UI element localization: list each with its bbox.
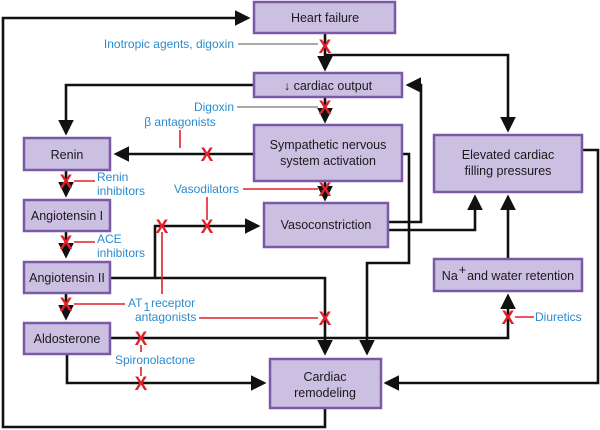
block-x-icon: X (201, 145, 214, 166)
block-x-icon: X (60, 233, 73, 254)
arrow-elevated-to-remodeling (383, 148, 600, 391)
arrow-hf-to-elevated-pressures (325, 53, 516, 133)
block-x-icon: X (135, 329, 148, 350)
arrow-aldosterone-to-na-retention (110, 293, 516, 340)
label-diuretics: Diuretics (535, 310, 582, 324)
na-retention-label: Na + and water retention (442, 263, 574, 283)
svg-text:+: + (459, 263, 466, 277)
block-x-icon: X (60, 295, 73, 316)
label-ace-inhibitors: ACE (97, 232, 122, 246)
arrow-angiotensin-2-to-vasoconstriction (110, 218, 261, 280)
svg-text:filling pressures: filling pressures (465, 164, 552, 178)
block-x-icon: X (201, 217, 214, 238)
label-renin-inhibitors: Renin (97, 170, 128, 184)
block-x-icon: X (60, 172, 73, 193)
svg-text:Angiotensin I: Angiotensin I (31, 209, 103, 223)
down-arrow-icon: ↓ (284, 79, 290, 93)
label-at1-receptor-antagonists: AT 1 receptor (128, 296, 195, 314)
svg-text:1: 1 (144, 300, 151, 314)
svg-text:system activation: system activation (280, 154, 376, 168)
arrow-aldosterone-to-remodeling (65, 354, 267, 391)
block-x-icon: X (319, 180, 332, 201)
box-na-water-retention: Na + and water retention (432, 257, 584, 293)
box-aldosterone: Aldosterone (22, 321, 112, 356)
svg-text:Aldosterone: Aldosterone (34, 332, 101, 346)
svg-text:↓ cardiac output: ↓ cardiac output (284, 79, 373, 93)
box-vasoconstriction: Vasoconstriction (262, 201, 390, 249)
block-x-icon: X (502, 308, 515, 329)
box-angiotensin-1: Angiotensin I (22, 198, 112, 233)
drug-pointer-lines (74, 43, 534, 376)
svg-text:inhibitors: inhibitors (97, 246, 145, 260)
drug-labels: Inotropic agents, digoxin Digoxin β anta… (97, 37, 582, 367)
block-marks: X X X X X X X X X X X X X (60, 37, 515, 395)
box-renin: Renin (22, 136, 112, 172)
block-x-icon: X (135, 374, 148, 395)
arrow-vasoconstriction-to-cardiac-output (388, 77, 423, 224)
svg-text:and water retention: and water retention (467, 269, 574, 283)
svg-text:inhibitors: inhibitors (97, 184, 145, 198)
svg-text:Sympathetic nervous: Sympathetic nervous (270, 138, 387, 152)
svg-text:Heart failure: Heart failure (291, 11, 359, 25)
svg-text:receptor: receptor (151, 296, 195, 310)
label-spironolactone: Spironolactone (115, 353, 195, 367)
box-elevated-filling-pressures: Elevated cardiac filling pressures (432, 133, 584, 194)
label-inotropic-agents: Inotropic agents, digoxin (104, 37, 234, 51)
block-x-icon: X (156, 217, 169, 238)
label-digoxin: Digoxin (194, 100, 234, 114)
label-beta-antagonists: β antagonists (144, 115, 216, 129)
box-angiotensin-2: Angiotensin II (22, 260, 112, 295)
box-heart-failure: Heart failure (252, 0, 397, 35)
svg-text:Renin: Renin (51, 148, 84, 162)
arrow-cardiac-output-to-renin (58, 83, 253, 136)
svg-text:antagonists: antagonists (135, 310, 196, 324)
svg-text:Vasoconstriction: Vasoconstriction (281, 218, 372, 232)
svg-text:Na: Na (442, 269, 458, 283)
block-x-icon: X (319, 309, 332, 330)
arrow-angiotensin-2-to-remodeling (155, 276, 333, 356)
arrow-sympathetic-to-remodeling (359, 152, 411, 356)
svg-text:Angiotensin II: Angiotensin II (29, 271, 105, 285)
svg-text:Cardiac: Cardiac (303, 370, 346, 384)
block-x-icon: X (319, 37, 332, 58)
arrow-remodeling-to-heart-failure (1, 10, 327, 429)
svg-text:AT: AT (128, 296, 143, 310)
box-cardiac-remodeling: Cardiac remodeling (268, 357, 383, 410)
block-x-icon: X (319, 98, 332, 119)
svg-text:remodeling: remodeling (294, 386, 356, 400)
box-sympathetic-activation: Sympathetic nervous system activation (252, 123, 404, 183)
arrow-vasoconstriction-to-elevated (388, 194, 483, 232)
label-vasodilators: Vasodilators (174, 182, 239, 196)
pathway-arrows (1, 10, 600, 429)
box-cardiac-output: ↓ cardiac output (252, 71, 404, 99)
svg-text:Elevated cardiac: Elevated cardiac (462, 148, 554, 162)
